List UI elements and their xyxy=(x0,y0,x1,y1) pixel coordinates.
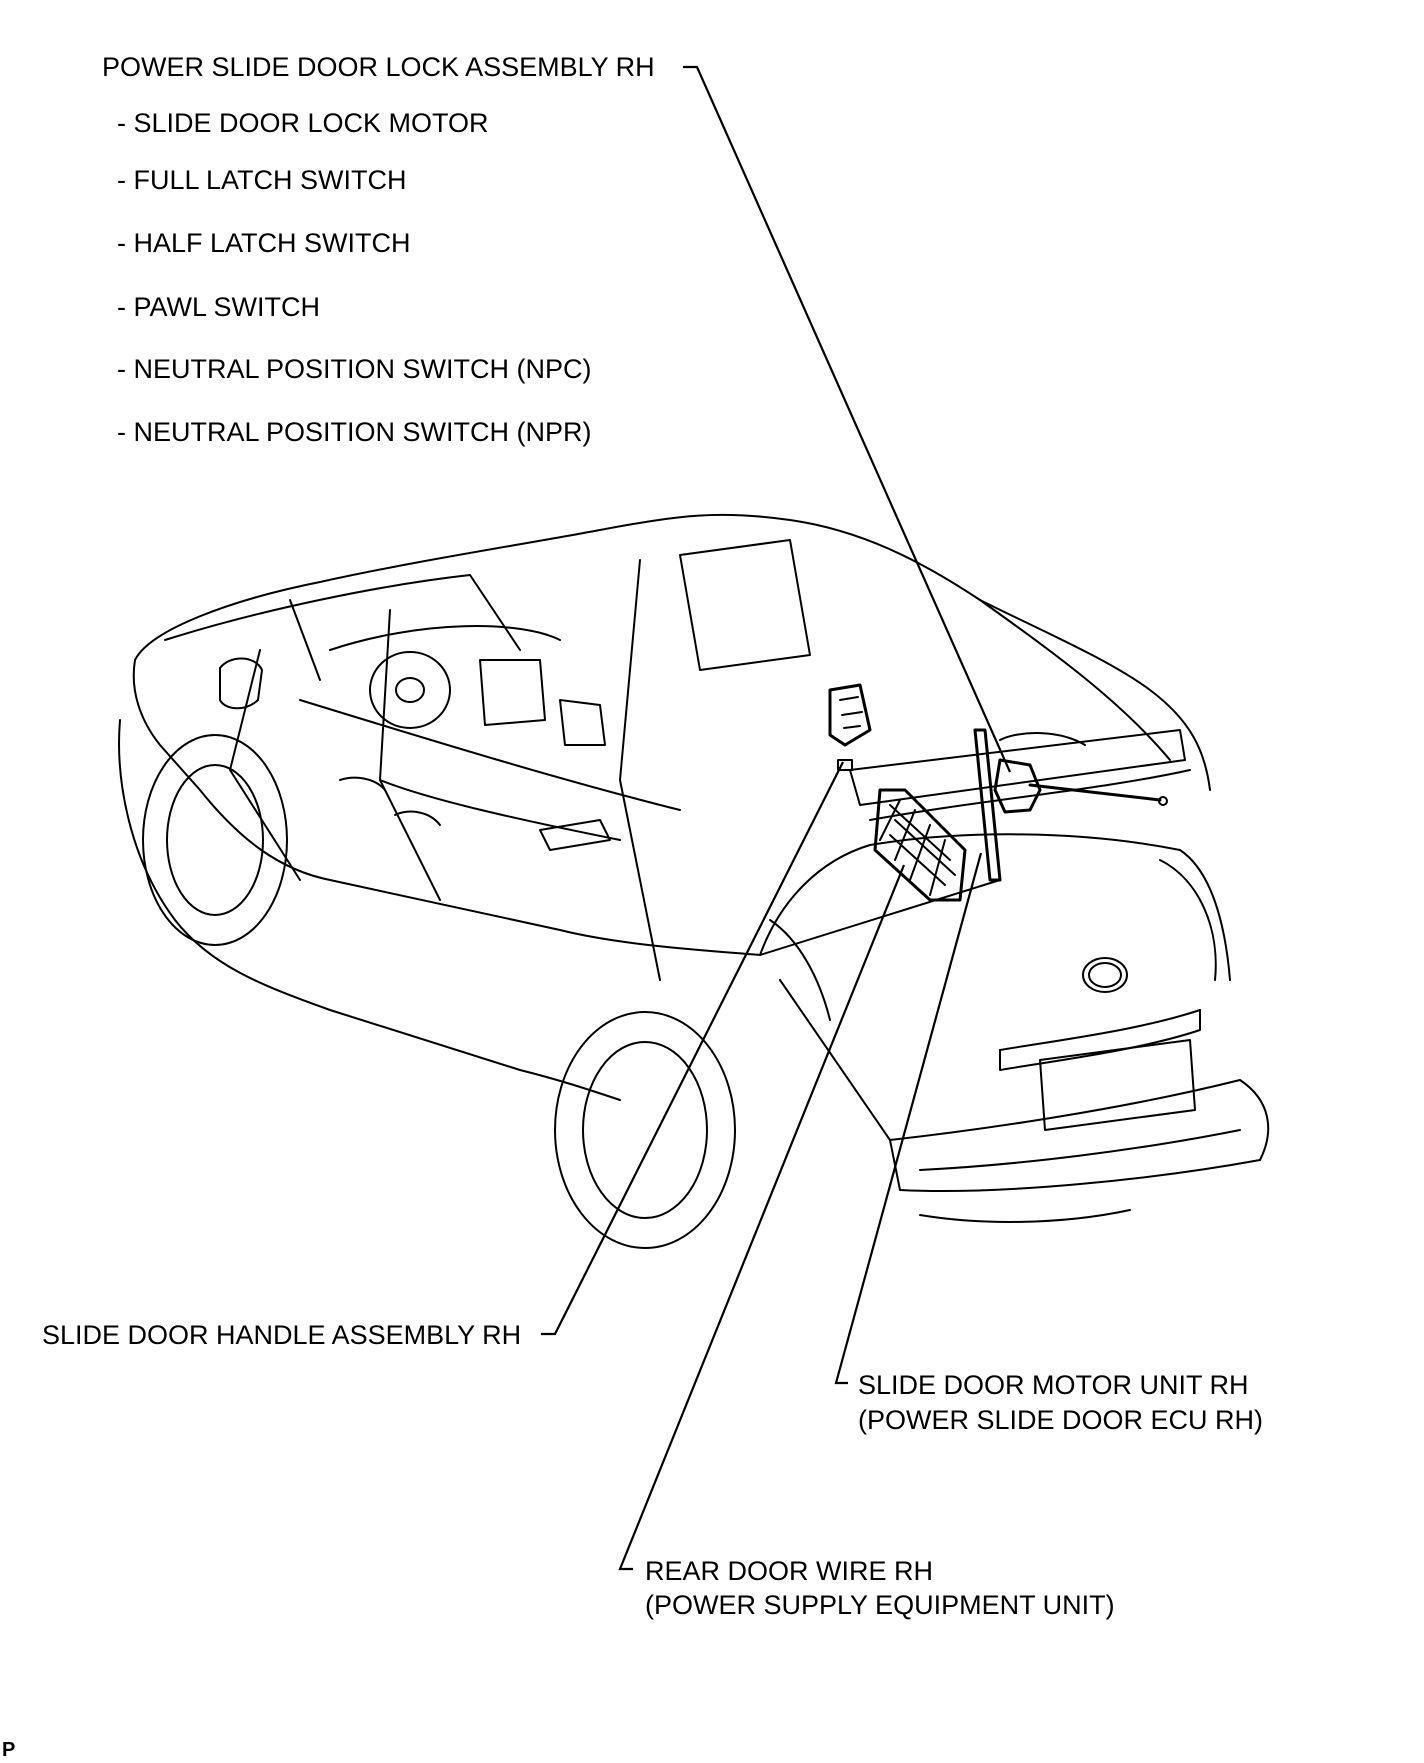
lock-component-half-latch: - HALF LATCH SWITCH xyxy=(117,228,411,258)
lock-assembly-title: POWER SLIDE DOOR LOCK ASSEMBLY RH xyxy=(102,52,655,82)
side-mirror xyxy=(219,657,263,710)
rear-window xyxy=(849,729,1186,806)
roof-outline xyxy=(134,513,1211,791)
leader-lock-assembly xyxy=(683,65,1012,773)
rear-hatch-outline xyxy=(759,833,1231,981)
windshield-outline xyxy=(132,659,201,791)
rear-door-wire-label-line2: (POWER SUPPLY EQUIPMENT UNIT) xyxy=(645,1590,1115,1620)
lock-component-full-latch: - FULL LATCH SWITCH xyxy=(117,165,407,195)
figure-code: P xyxy=(2,1739,16,1761)
handle-assembly-label: SLIDE DOOR HANDLE ASSEMBLY RH xyxy=(42,1320,522,1350)
rear-wheel xyxy=(554,1011,736,1249)
steering-wheel xyxy=(369,651,451,729)
motor-unit-label-line2: (POWER SLIDE DOOR ECU RH) xyxy=(858,1405,1264,1435)
lock-component-npc: - NEUTRAL POSITION SWITCH (NPC) xyxy=(117,354,592,384)
rear-emblem xyxy=(1082,957,1128,993)
slide-door-motor-unit xyxy=(873,788,967,902)
lock-component-npr: - NEUTRAL POSITION SWITCH (NPR) xyxy=(117,417,592,447)
rear-bumper xyxy=(889,1079,1270,1192)
body-side-outline xyxy=(118,719,621,1101)
motor-unit-label-line1: SLIDE DOOR MOTOR UNIT RH xyxy=(858,1370,1249,1400)
leader-motor-unit xyxy=(834,852,983,1385)
front-wheel xyxy=(142,734,288,946)
lock-component-motor: - SLIDE DOOR LOCK MOTOR xyxy=(117,108,489,138)
lock-assembly-part xyxy=(993,758,1042,814)
slide-door-handle-part xyxy=(828,683,872,747)
lock-component-pawl: - PAWL SWITCH xyxy=(117,292,320,322)
rear-door-wire-label-line1: REAR DOOR WIRE RH xyxy=(645,1556,934,1586)
leader-rear-door-wire xyxy=(618,864,906,1571)
leader-handle-assembly xyxy=(541,761,844,1336)
